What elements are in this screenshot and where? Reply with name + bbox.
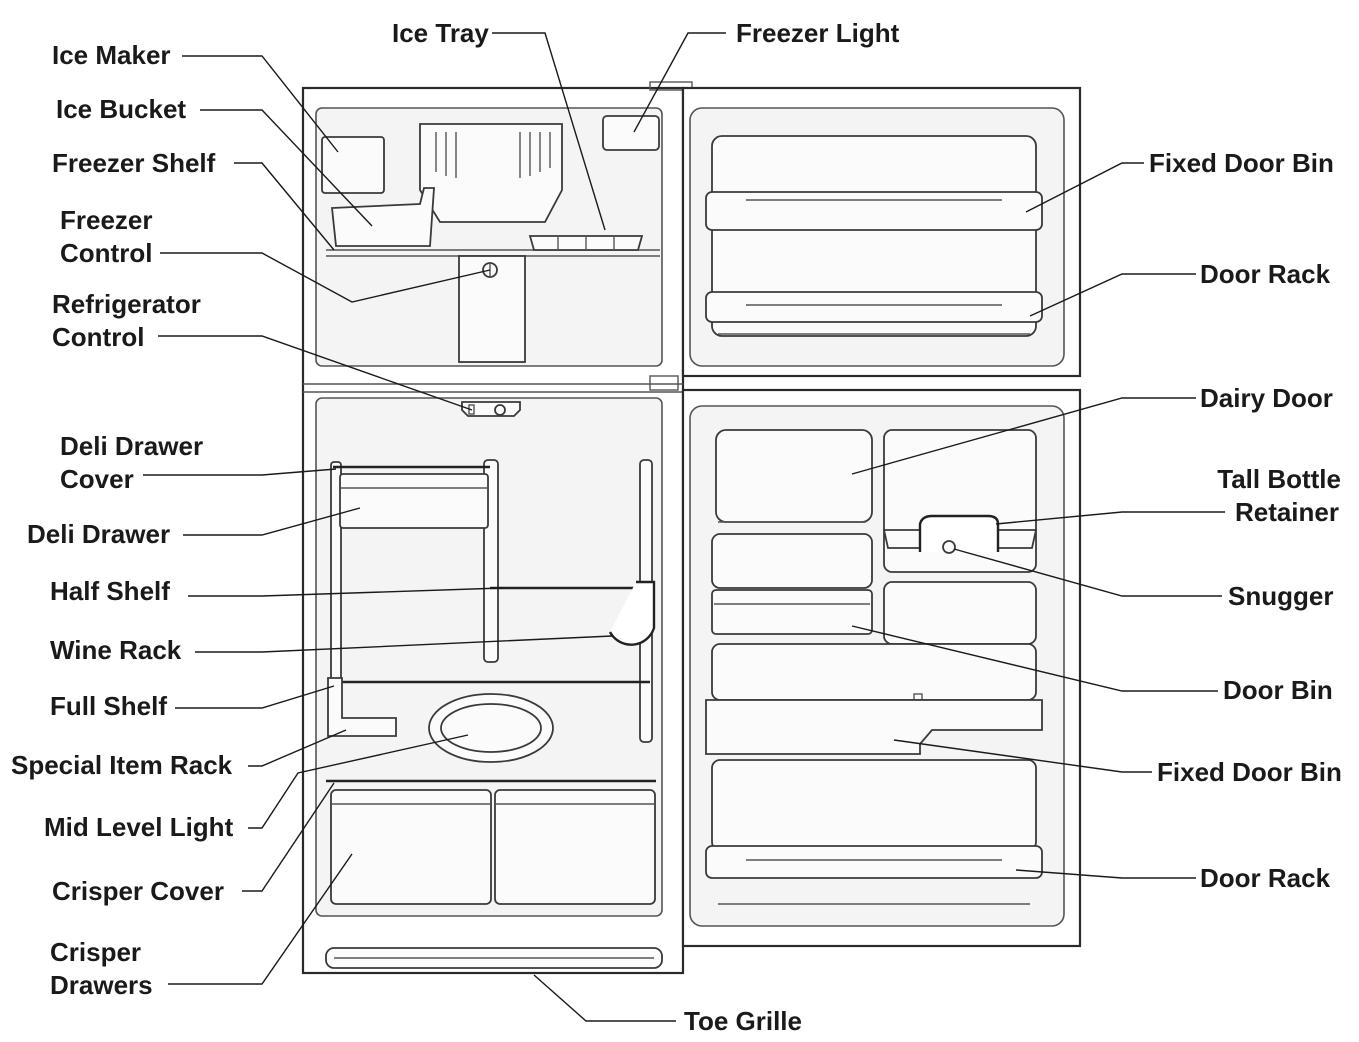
label-dairy-door: Dairy Door bbox=[1200, 383, 1333, 413]
leader-freezer-light bbox=[633, 32, 726, 133]
label-deli-drawer-cover-line1: Deli Drawer bbox=[60, 431, 203, 461]
label-ice-maker: Ice Maker bbox=[52, 40, 171, 70]
leader-tall-bottle-retainer bbox=[995, 511, 1225, 525]
freezer-light bbox=[602, 115, 660, 151]
leader-ice-tray bbox=[492, 32, 606, 231]
top-hinge bbox=[649, 81, 693, 91]
leader-fixed-door-bin-top bbox=[1025, 162, 1144, 213]
leader-half-shelf bbox=[188, 587, 503, 597]
fresh-food-door-rack bbox=[705, 845, 1043, 879]
leader-dairy-door bbox=[851, 397, 1196, 475]
label-refrigerator-control-line1: Refrigerator bbox=[52, 289, 201, 319]
leader-door-rack-top bbox=[1029, 273, 1196, 317]
crisper-drawer-left bbox=[330, 789, 492, 905]
ice-maker bbox=[321, 136, 385, 194]
label-crisper-drawers-line2: Drawers bbox=[50, 970, 153, 1000]
label-ice-bucket: Ice Bucket bbox=[56, 94, 186, 124]
label-door-bin: Door Bin bbox=[1223, 675, 1333, 705]
label-tall-bottle-retainer-line1: Tall Bottle bbox=[1217, 464, 1341, 494]
label-fixed-door-bin-top: Fixed Door Bin bbox=[1149, 148, 1334, 178]
leader-special-item-rack bbox=[248, 729, 347, 767]
dairy-door bbox=[715, 429, 873, 523]
label-half-shelf: Half Shelf bbox=[50, 576, 170, 606]
ice-maker-ribs bbox=[435, 132, 551, 178]
freezer-fixed-door-bin bbox=[705, 191, 1043, 231]
ice-bucket bbox=[331, 187, 435, 247]
label-toe-grille: Toe Grille bbox=[684, 1006, 802, 1036]
leader-mid-level-light bbox=[248, 734, 469, 829]
ice-tray bbox=[528, 235, 644, 251]
label-freezer-control-line1: Freezer bbox=[60, 205, 153, 235]
label-deli-drawer: Deli Drawer bbox=[27, 519, 170, 549]
leader-snugger bbox=[953, 548, 1222, 597]
leader-wine-rack bbox=[195, 635, 613, 653]
wine-rack bbox=[608, 580, 656, 646]
deli-drawer bbox=[339, 473, 489, 529]
tall-bottle-retainer bbox=[918, 514, 1000, 552]
leader-deli-drawer-cover bbox=[143, 468, 337, 476]
leader-freezer-shelf bbox=[234, 162, 335, 251]
label-freezer-shelf: Freezer Shelf bbox=[52, 148, 216, 178]
special-item-rack bbox=[327, 677, 397, 737]
label-tall-bottle-retainer-line2: Retainer bbox=[1235, 497, 1339, 527]
leader-deli-drawer bbox=[183, 507, 361, 536]
center-hinge bbox=[649, 375, 679, 391]
label-deli-drawer-cover-line2: Cover bbox=[60, 464, 134, 494]
leader-lines bbox=[143, 32, 1225, 1022]
refrigerator-control-housing bbox=[461, 401, 521, 417]
label-ice-tray: Ice Tray bbox=[392, 18, 489, 48]
leader-full-shelf bbox=[175, 685, 335, 709]
leader-freezer-control bbox=[160, 252, 491, 303]
label-special-item-rack: Special Item Rack bbox=[11, 750, 233, 780]
snugger bbox=[942, 540, 956, 554]
leader-ice-bucket bbox=[200, 109, 373, 227]
leader-door-bin bbox=[851, 625, 1218, 692]
label-snugger: Snugger bbox=[1228, 581, 1333, 611]
crisper-drawer-right bbox=[494, 789, 656, 905]
label-fixed-door-bin-bottom: Fixed Door Bin bbox=[1157, 757, 1342, 787]
label-refrigerator-control-line2: Control bbox=[52, 322, 144, 352]
label-crisper-cover: Crisper Cover bbox=[52, 876, 224, 906]
leader-refrigerator-control bbox=[158, 335, 473, 411]
label-mid-level-light: Mid Level Light bbox=[44, 812, 234, 842]
leader-door-rack-bottom bbox=[1015, 869, 1196, 879]
leader-toe-grille bbox=[533, 974, 676, 1022]
leader-crisper-cover bbox=[242, 782, 335, 892]
labels: Ice Maker Ice Tray Freezer Light Ice Buc… bbox=[11, 18, 1342, 1036]
leader-crisper-drawers bbox=[168, 853, 353, 985]
label-crisper-drawers-line1: Crisper bbox=[50, 937, 141, 967]
door-bin bbox=[711, 589, 873, 635]
leader-fixed-door-bin-bottom bbox=[893, 739, 1152, 773]
fresh-food-door bbox=[681, 388, 1082, 948]
fresh-food-fixed-door-bin bbox=[705, 699, 1043, 755]
label-door-rack-bottom: Door Rack bbox=[1200, 863, 1331, 893]
freezer-door-rack bbox=[705, 291, 1043, 323]
freezer-compartment bbox=[315, 107, 663, 367]
label-freezer-light: Freezer Light bbox=[736, 18, 900, 48]
freezer-door bbox=[681, 86, 1082, 378]
leader-ice-maker bbox=[182, 55, 339, 153]
label-wine-rack: Wine Rack bbox=[50, 635, 182, 665]
label-full-shelf: Full Shelf bbox=[50, 691, 167, 721]
fresh-food-compartment bbox=[315, 397, 663, 969]
label-freezer-control-line2: Control bbox=[60, 238, 152, 268]
label-door-rack-top: Door Rack bbox=[1200, 259, 1331, 289]
